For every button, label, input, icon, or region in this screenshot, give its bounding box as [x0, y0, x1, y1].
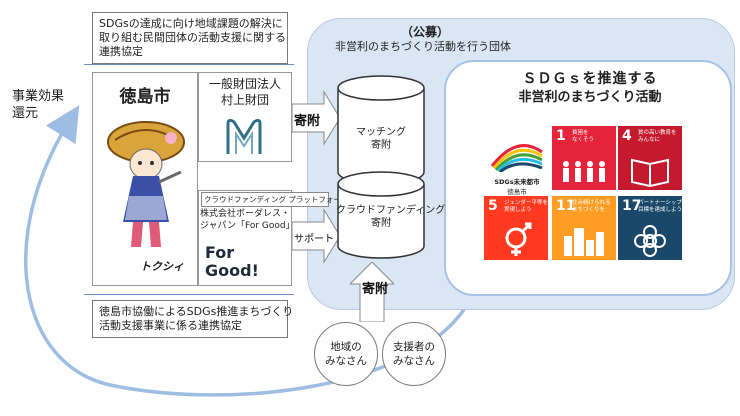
sdg-goal-number: 5 [488, 198, 498, 214]
donation-cylinders [337, 75, 425, 259]
sdg-goal-caption: 質の高い教育を みんなに [638, 130, 677, 143]
sdgs-future-city-logo: SDGs未来都市 徳島市 [488, 132, 546, 196]
foundation-logo-icon [226, 118, 262, 154]
sdg-goal-number: 4 [622, 128, 632, 144]
sdg-goal-4: 4 質の高い教育を みんなに [618, 126, 682, 190]
agreement-callout-top: SDGsの達成に向け地域課題の解決に 取り組む民間団体の活動支援に関する 連携協… [92, 12, 288, 64]
activity-heading-line2: 非営利のまちづくり活動 [518, 90, 662, 105]
foundation-box [198, 72, 292, 162]
foundation-name: 一般財団法人 村上財団 [208, 77, 281, 107]
mascot-illustration [107, 121, 185, 247]
sdgs-wheel-icon [490, 144, 543, 174]
arrow-support-label: サポート [294, 234, 334, 245]
forgood-logo: For Good! [205, 243, 259, 280]
bracket-top [84, 64, 294, 65]
cf-platform-label: クラウドファンディング プラットフォーム [201, 192, 348, 207]
sdg-goal-caption: 住み続けられる まちづくりを [572, 200, 611, 213]
public-subtitle: 非営利のまちづくり活動を行う団体 [335, 40, 511, 53]
sdg-goal-caption: ジェンダー平等を 実現しよう [504, 200, 549, 213]
gender-icon [505, 222, 532, 256]
sdg-goal-number: 17 [622, 198, 642, 214]
agreement-callout-bottom: 徳島市協働によるSDGs推進まちづくり 活動支援事業に係る連携協定 [92, 300, 293, 338]
mascot-logo-text: トクシィ [140, 260, 184, 273]
sdg-goal-caption: パートナーシップで 目標を達成しよう [638, 200, 688, 213]
activity-heading-line1: ＳＤＧｓを推進する [522, 71, 658, 87]
matching-donation-label: マッチング 寄附 [356, 127, 406, 151]
people-icon [563, 161, 605, 182]
crowdfunding-donation-label: クラウドファンディング 寄附 [336, 205, 446, 229]
public-title: （公募） [400, 25, 449, 39]
sdg-goal-number: 1 [556, 128, 566, 144]
effect-return-label: 事業効果 還元 [12, 89, 65, 121]
cf-company-name: 株式会社ボーダレス・ ジャパン「For Good」 [200, 209, 295, 231]
flow-arrows [292, 90, 341, 264]
community-circle: 地域の みなさん [314, 322, 378, 386]
donation-up-arrow [350, 262, 394, 322]
sdg-goal-caption: 貧困を なくそう [572, 130, 595, 143]
bracket-bottom [84, 294, 294, 295]
city-icon [564, 228, 604, 256]
sdgs-logo-text-1: SDGs未来都市 [494, 178, 540, 186]
city-name: 徳島市 [119, 87, 171, 107]
arrow-donation-label: 寄附 [294, 114, 321, 129]
arrow-donation-up-label: 寄附 [362, 282, 389, 297]
sdgs-logo-text-2: 徳島市 [507, 188, 527, 196]
sdg-goal-5: 5 ジェンダー平等を 実現しよう [484, 196, 548, 260]
sdg-goal-1: 1 貧困を なくそう [552, 126, 616, 190]
supporters-circle: 支援者の みなさん [382, 322, 446, 386]
book-icon [631, 158, 669, 188]
flower-icon [634, 225, 666, 257]
sdg-goal-number: 11 [556, 198, 576, 214]
